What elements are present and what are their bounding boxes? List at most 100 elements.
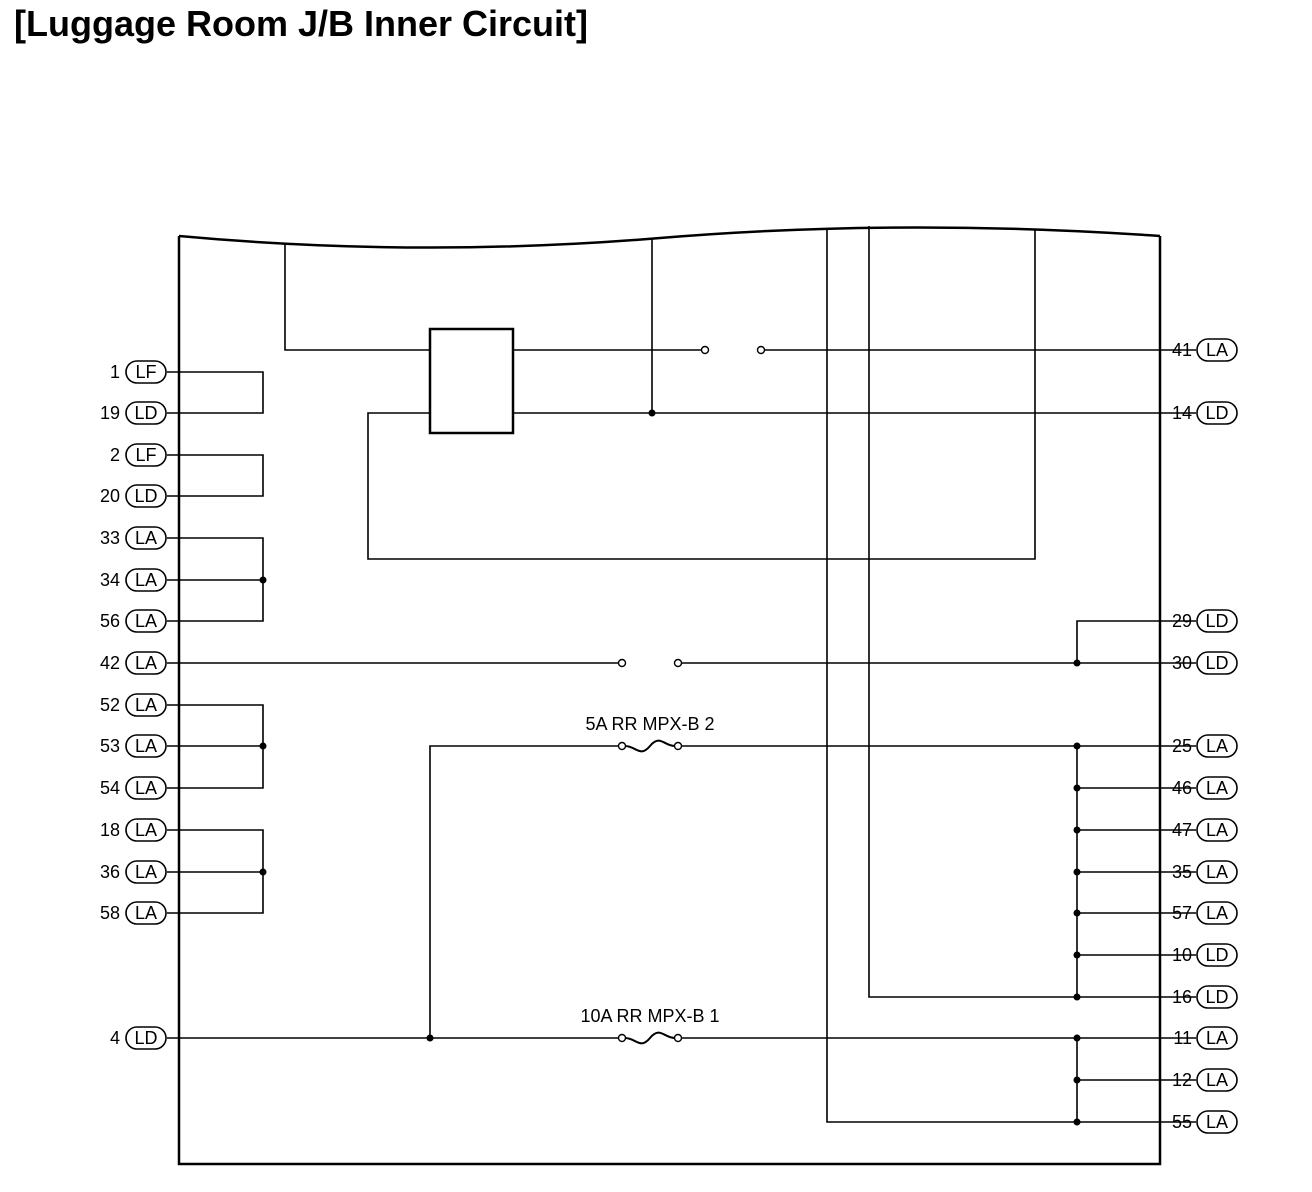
internal-wiring bbox=[167, 226, 1196, 1123]
right-pin-25: 25 LA bbox=[1172, 734, 1238, 758]
connector-code: LA bbox=[1206, 862, 1228, 882]
connector-oval bbox=[1196, 609, 1238, 633]
connector-code: LD bbox=[1205, 987, 1228, 1007]
connector-oval bbox=[1196, 818, 1238, 842]
fuse-terminal bbox=[617, 741, 627, 751]
connector-oval bbox=[1196, 860, 1238, 884]
pin-number: 41 bbox=[1172, 340, 1192, 360]
connector-code: LA bbox=[1206, 1028, 1228, 1048]
connector-oval bbox=[125, 360, 167, 384]
feed-to-55 bbox=[826, 229, 1077, 1123]
connector-oval bbox=[125, 568, 167, 592]
right-pin-47: 47 LA bbox=[1172, 818, 1238, 842]
connector-oval bbox=[1196, 734, 1238, 758]
junction-34 bbox=[259, 576, 267, 584]
connector-code: LD bbox=[134, 403, 157, 423]
fuses: 5A RR MPX-B 2 10A RR MPX-B 1 bbox=[580, 714, 720, 1045]
switch-contact-42-b bbox=[673, 658, 683, 668]
connector-oval bbox=[1196, 651, 1238, 675]
pin-number: 42 bbox=[100, 653, 120, 673]
pin-number: 54 bbox=[100, 778, 120, 798]
connector-oval bbox=[125, 526, 167, 550]
connector-code: LA bbox=[135, 695, 157, 715]
left-pin-19: 19 LD bbox=[100, 401, 167, 425]
connector-oval bbox=[1196, 901, 1238, 925]
bus-junction bbox=[1073, 742, 1081, 750]
connector-oval bbox=[125, 818, 167, 842]
fuse-element bbox=[624, 739, 676, 753]
connector-code: LA bbox=[1206, 778, 1228, 798]
connector-code: LA bbox=[1206, 903, 1228, 923]
fuse-label: 5A RR MPX-B 2 bbox=[585, 714, 714, 734]
connector-oval bbox=[125, 901, 167, 925]
fuse-element bbox=[624, 1031, 676, 1045]
pin-number: 53 bbox=[100, 736, 120, 756]
pin-number: 36 bbox=[100, 862, 120, 882]
right-pin-11: 11 LA bbox=[1173, 1026, 1238, 1050]
connector-code: LA bbox=[135, 778, 157, 798]
connector-code: LA bbox=[1206, 820, 1228, 840]
connector-oval bbox=[1196, 338, 1238, 362]
bus-junction bbox=[1073, 951, 1081, 959]
pin-number: 57 bbox=[1172, 903, 1192, 923]
wire-29 bbox=[1076, 620, 1196, 663]
pin-number: 33 bbox=[100, 528, 120, 548]
pin-number: 25 bbox=[1172, 736, 1192, 756]
bus-junction bbox=[1073, 1118, 1081, 1126]
connector-oval bbox=[125, 734, 167, 758]
pin-number: 11 bbox=[1173, 1028, 1192, 1048]
bus-junction bbox=[1073, 868, 1081, 876]
junction-14 bbox=[648, 409, 656, 417]
feed-to-16 bbox=[868, 226, 1196, 998]
bus-junction bbox=[1073, 909, 1081, 917]
bus-junction bbox=[1073, 784, 1081, 792]
pin-number: 19 bbox=[100, 403, 120, 423]
bus-junction bbox=[1073, 1034, 1081, 1042]
connector-oval bbox=[1196, 943, 1238, 967]
left-pin-53: 53 LA bbox=[100, 734, 167, 758]
frame-top-break bbox=[178, 226, 1161, 249]
connector-oval bbox=[125, 693, 167, 717]
pin-number: 18 bbox=[100, 820, 120, 840]
bus-junction bbox=[1073, 826, 1081, 834]
relay-feed-top bbox=[284, 243, 430, 351]
switch-contact-41-a bbox=[700, 345, 710, 355]
connector-oval bbox=[1196, 1026, 1238, 1050]
relay-box-rect bbox=[428, 327, 515, 435]
connector-code: LA bbox=[135, 611, 157, 631]
feed-to-fuse-2 bbox=[429, 745, 622, 1038]
left-pin-33: 33 LA bbox=[100, 526, 167, 550]
bus-junction bbox=[1073, 1076, 1081, 1084]
left-pin-36: 36 LA bbox=[100, 860, 167, 884]
connector-code: LA bbox=[135, 736, 157, 756]
pin-number: 12 bbox=[1172, 1070, 1192, 1090]
connector-code: LA bbox=[1206, 736, 1228, 756]
connector-code: LD bbox=[134, 486, 157, 506]
pin-number: 47 bbox=[1172, 820, 1192, 840]
relay-coil-loop bbox=[367, 230, 1036, 560]
connector-oval bbox=[125, 651, 167, 675]
connector-code: LA bbox=[135, 528, 157, 548]
pin-number: 4 bbox=[110, 1028, 120, 1048]
left-pin-56: 56 LA bbox=[100, 609, 167, 633]
frame-body bbox=[177, 236, 1162, 1166]
switch-contact-42-a bbox=[617, 658, 627, 668]
connector-oval bbox=[1196, 776, 1238, 800]
fuse-rr-mpx-b-1: 10A RR MPX-B 1 bbox=[580, 1006, 720, 1045]
junction-box-outline bbox=[177, 226, 1162, 1166]
connector-oval bbox=[125, 609, 167, 633]
pin-number: 56 bbox=[100, 611, 120, 631]
connector-code: LA bbox=[135, 570, 157, 590]
connector-code: LA bbox=[135, 862, 157, 882]
junction-53 bbox=[259, 742, 267, 750]
